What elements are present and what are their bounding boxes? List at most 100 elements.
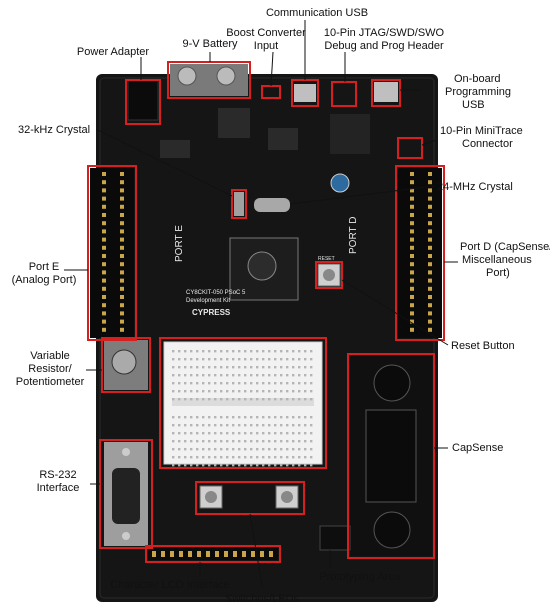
breadboard-hole bbox=[226, 398, 229, 401]
battery-terminal-left bbox=[177, 66, 197, 86]
breadboard-hole bbox=[208, 366, 211, 369]
breadboard-hole bbox=[178, 440, 181, 443]
breadboard-hole bbox=[232, 456, 235, 459]
breadboard-hole bbox=[220, 382, 223, 385]
breadboard-hole bbox=[202, 416, 205, 419]
port-e-pin bbox=[102, 262, 106, 267]
breadboard-hole bbox=[250, 448, 253, 451]
port-d-pin bbox=[410, 213, 414, 217]
port-d-pin bbox=[428, 278, 432, 283]
breadboard-hole bbox=[178, 382, 181, 385]
breadboard-hole bbox=[238, 390, 241, 393]
breadboard-hole bbox=[274, 440, 277, 443]
breadboard-hole bbox=[172, 448, 175, 451]
brand-silk: CYPRESS bbox=[192, 308, 231, 317]
breadboard-hole bbox=[190, 440, 193, 443]
breadboard-hole bbox=[208, 456, 211, 459]
port-d-pin bbox=[410, 237, 414, 242]
breadboard-hole bbox=[232, 424, 235, 427]
leader-switches bbox=[249, 513, 263, 587]
breadboard-hole bbox=[274, 448, 277, 451]
breadboard-hole bbox=[184, 432, 187, 435]
breadboard-hole bbox=[214, 416, 217, 419]
breadboard-hole bbox=[292, 416, 295, 419]
breadboard-hole bbox=[274, 424, 277, 427]
breadboard-hole bbox=[220, 358, 223, 361]
breadboard-hole bbox=[208, 398, 211, 401]
breadboard-hole bbox=[238, 358, 241, 361]
port-d-pin bbox=[410, 229, 414, 234]
breadboard-hole bbox=[190, 390, 193, 393]
breadboard-hole bbox=[244, 440, 247, 443]
breadboard-hole bbox=[274, 358, 277, 361]
lcd-header-pin bbox=[224, 551, 228, 557]
breadboard-hole bbox=[304, 448, 307, 451]
breadboard-hole bbox=[280, 464, 283, 467]
breadboard-hole bbox=[310, 456, 313, 459]
breadboard-hole bbox=[220, 398, 223, 401]
breadboard-hole bbox=[190, 432, 193, 435]
breadboard-hole bbox=[190, 456, 193, 459]
breadboard-hole bbox=[310, 390, 313, 393]
label-boost-line1: Boost Converter bbox=[226, 27, 306, 39]
label-port-d-line3: Port) bbox=[486, 267, 510, 279]
label-capsense: CapSense bbox=[452, 442, 503, 454]
breadboard-hole bbox=[256, 358, 259, 361]
breadboard-hole bbox=[256, 448, 259, 451]
port-d-pin bbox=[410, 204, 414, 209]
breadboard-hole bbox=[262, 424, 265, 427]
breadboard-hole bbox=[256, 350, 259, 353]
breadboard-hole bbox=[274, 390, 277, 393]
breadboard-hole bbox=[274, 366, 277, 369]
breadboard-hole bbox=[196, 350, 199, 353]
breadboard-hole bbox=[184, 366, 187, 369]
breadboard-hole bbox=[220, 448, 223, 451]
callout-minitrace bbox=[397, 137, 423, 159]
breadboard-hole bbox=[190, 448, 193, 451]
breadboard-hole bbox=[208, 416, 211, 419]
breadboard-hole bbox=[208, 440, 211, 443]
breadboard-hole bbox=[214, 350, 217, 353]
port-e-pin bbox=[102, 245, 106, 250]
port-e-pin bbox=[120, 311, 124, 316]
port-d-pin bbox=[428, 286, 432, 291]
port-d-pin bbox=[428, 303, 432, 308]
breadboard-hole bbox=[298, 350, 301, 353]
breadboard-hole bbox=[280, 350, 283, 353]
lcd-header-pin bbox=[188, 551, 192, 557]
port-e-pin bbox=[120, 172, 124, 176]
breadboard-hole bbox=[292, 432, 295, 435]
breadboard-hole bbox=[298, 398, 301, 401]
breadboard-hole bbox=[256, 432, 259, 435]
port-e-pin bbox=[120, 245, 124, 250]
port-e-pin bbox=[102, 311, 106, 316]
breadboard-hole bbox=[202, 448, 205, 451]
port-d-pin bbox=[410, 262, 414, 267]
breadboard-hole bbox=[184, 416, 187, 419]
breadboard-hole bbox=[250, 398, 253, 401]
breadboard-hole bbox=[172, 398, 175, 401]
breadboard-hole bbox=[196, 416, 199, 419]
breadboard-hole bbox=[196, 358, 199, 361]
regulator-chip bbox=[218, 108, 250, 138]
switch-right-cap bbox=[281, 491, 293, 503]
breadboard-hole bbox=[220, 424, 223, 427]
breadboard-hole bbox=[310, 366, 313, 369]
port-e-pin bbox=[102, 327, 106, 332]
port-d-pin bbox=[428, 188, 432, 193]
callout-onboard-usb bbox=[371, 79, 401, 107]
labels: Power Adapter 9-V Battery Boost Converte… bbox=[12, 7, 550, 605]
port-d-pin bbox=[428, 229, 432, 234]
callout-capsense bbox=[347, 353, 435, 559]
breadboard-hole bbox=[256, 416, 259, 419]
breadboard-hole bbox=[256, 456, 259, 459]
breadboard-hole bbox=[220, 440, 223, 443]
breadboard-hole bbox=[244, 350, 247, 353]
callout-reset bbox=[315, 261, 343, 289]
breadboard-hole bbox=[238, 432, 241, 435]
breadboard-hole bbox=[178, 366, 181, 369]
db9-face bbox=[112, 468, 140, 524]
port-e-pin bbox=[102, 286, 106, 291]
port-d-pin bbox=[428, 221, 432, 226]
